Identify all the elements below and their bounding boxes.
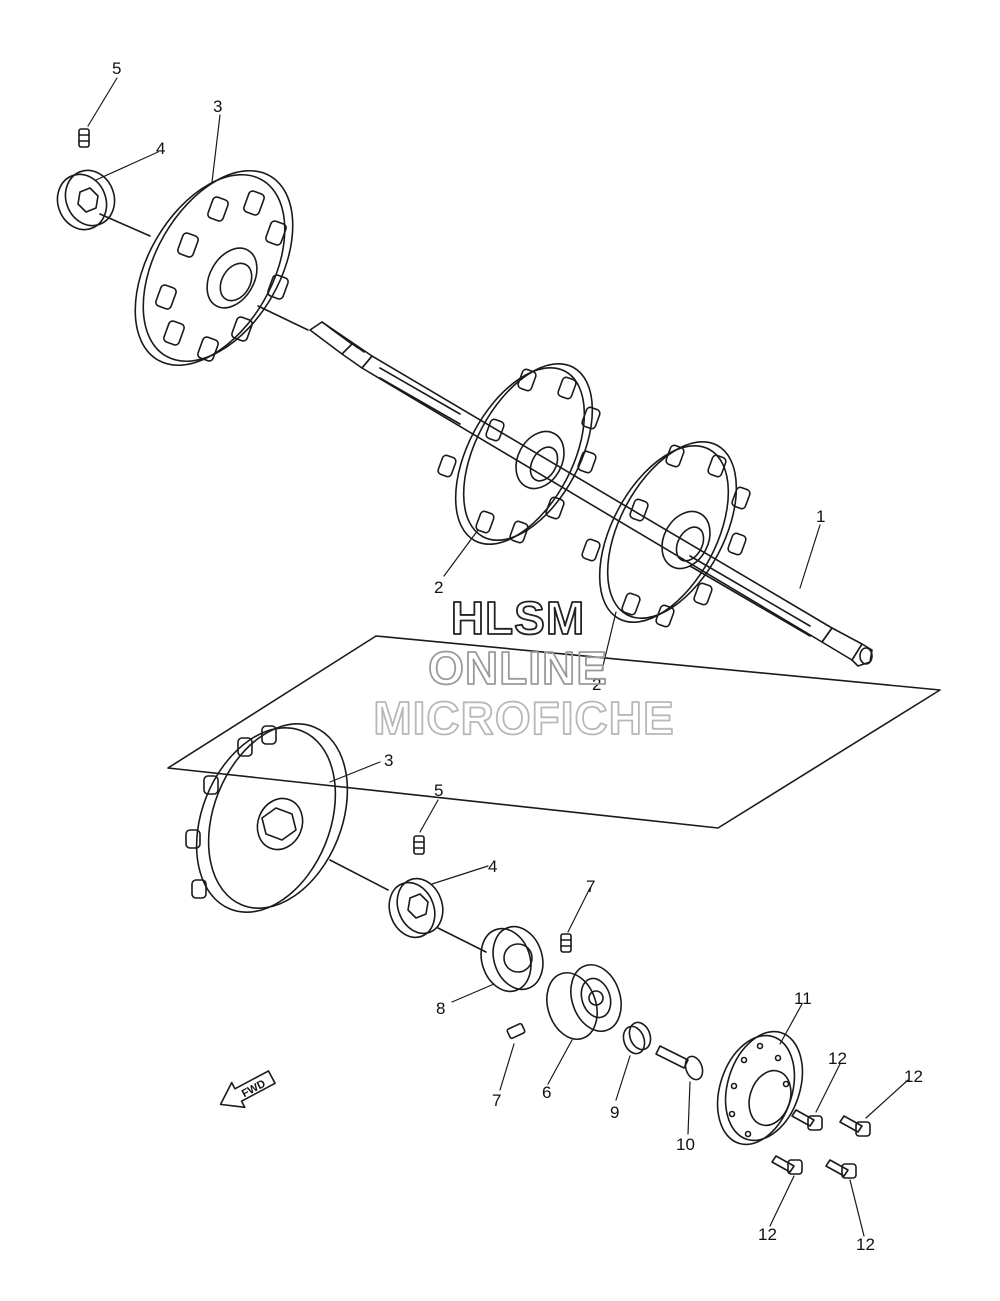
forward-direction-badge: FWD — [219, 1070, 276, 1109]
bolt-12-b — [839, 1115, 871, 1137]
callout-11: 11 — [794, 989, 812, 1008]
sprocket-middle-right — [581, 440, 751, 628]
callout-12-c: 12 — [758, 1225, 777, 1244]
callout-8: 8 — [436, 999, 445, 1018]
set-screw-bottom — [413, 835, 425, 855]
callout-numbers: 5 3 4 1 2 2 3 5 4 7 8 7 6 9 10 11 12 12 … — [112, 59, 923, 1254]
callout-5-bottom: 5 — [434, 781, 443, 800]
flange-bolt — [655, 1045, 704, 1081]
bearing-cap — [622, 1021, 652, 1055]
bolt-12-a — [791, 1109, 823, 1131]
callout-7-bottom: 7 — [492, 1091, 501, 1110]
bolt-12-c — [771, 1155, 803, 1175]
callout-3-bottom: 3 — [384, 751, 393, 770]
callout-10: 10 — [676, 1135, 695, 1154]
watermark-line-3: MICROFICHE — [373, 692, 674, 744]
collar-bottom — [388, 877, 444, 939]
callout-12-d: 12 — [856, 1235, 875, 1254]
callout-12-b: 12 — [904, 1067, 923, 1086]
sprocket-wheel-outer-top — [134, 169, 294, 367]
bearing-holder — [480, 925, 544, 993]
sprocket-middle-left — [437, 362, 601, 546]
callout-2-left: 2 — [434, 578, 443, 597]
bearing-housing-flange — [716, 1030, 804, 1146]
set-screw-top — [78, 128, 90, 148]
arrow-forward-icon — [219, 1070, 276, 1109]
callout-4-bottom: 4 — [488, 857, 497, 876]
callout-2-right: 2 — [592, 675, 601, 694]
drive-shaft — [309, 321, 873, 667]
callout-5-top: 5 — [112, 59, 121, 78]
callout-12-a: 12 — [828, 1049, 847, 1068]
watermark-line-1: HLSM — [451, 592, 585, 644]
watermark-line-2: ONLINE — [428, 642, 608, 694]
callout-1: 1 — [816, 507, 825, 526]
set-screw-7-top — [560, 933, 572, 953]
bearing — [546, 964, 622, 1040]
fwd-label: FWD — [240, 1078, 268, 1100]
sprocket-wheel-inner-bottom — [185, 723, 349, 913]
collar-top — [56, 169, 116, 231]
leader-lines — [87, 77, 909, 1237]
set-screw-7-bottom — [506, 1022, 526, 1040]
watermark: HLSM ONLINE MICROFICHE — [372, 591, 674, 745]
bolt-12-d — [825, 1159, 857, 1179]
detail-frame — [167, 635, 941, 829]
callout-3-top: 3 — [213, 97, 222, 116]
callout-6: 6 — [542, 1083, 551, 1102]
callout-9: 9 — [610, 1103, 619, 1122]
callout-7-top: 7 — [586, 877, 595, 896]
callout-4-top: 4 — [156, 139, 165, 158]
